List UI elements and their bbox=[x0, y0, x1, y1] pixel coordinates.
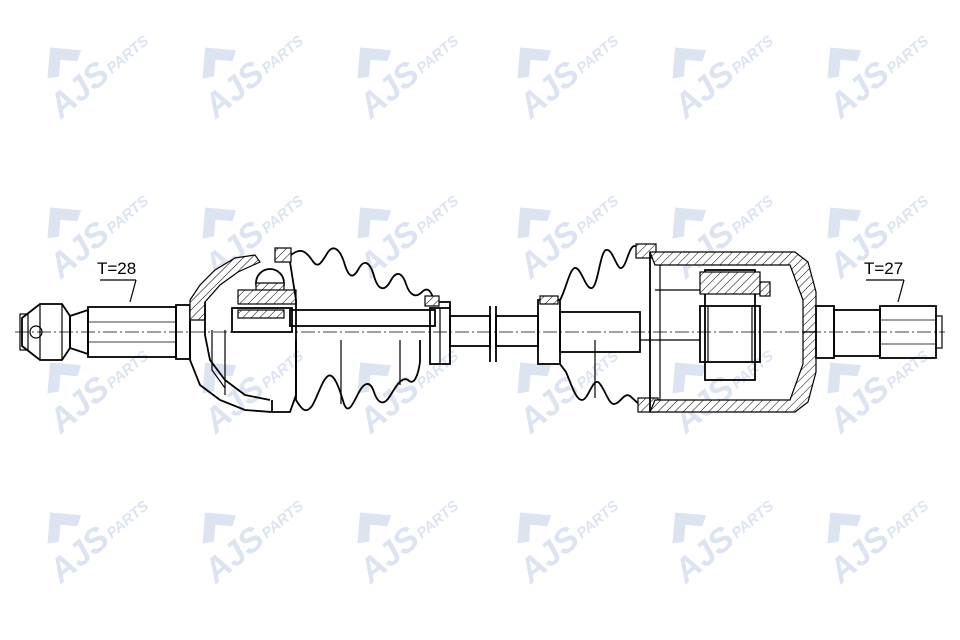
svg-text:PARTS: PARTS bbox=[413, 32, 462, 77]
right-spline-stub bbox=[815, 279, 943, 359]
svg-text:PARTS: PARTS bbox=[573, 347, 622, 392]
svg-text:PARTS: PARTS bbox=[573, 192, 622, 237]
left-teeth-label: T=28 bbox=[97, 259, 136, 278]
outer-boot bbox=[290, 247, 451, 412]
svg-text:PARTS: PARTS bbox=[103, 497, 152, 542]
inner-tripod-joint bbox=[640, 251, 817, 413]
svg-text:PARTS: PARTS bbox=[883, 32, 932, 77]
svg-text:PARTS: PARTS bbox=[258, 32, 307, 77]
svg-text:PARTS: PARTS bbox=[258, 192, 307, 237]
shaft-assembly: T=28 T=27 bbox=[15, 243, 945, 413]
svg-text:PARTS: PARTS bbox=[258, 347, 307, 392]
svg-text:PARTS: PARTS bbox=[573, 497, 622, 542]
svg-text:PARTS: PARTS bbox=[728, 497, 777, 542]
svg-text:PARTS: PARTS bbox=[103, 192, 152, 237]
outer-cv-joint bbox=[189, 247, 297, 413]
svg-text:PARTS: PARTS bbox=[883, 497, 932, 542]
svg-text:PARTS: PARTS bbox=[103, 32, 152, 77]
svg-text:PARTS: PARTS bbox=[883, 347, 932, 392]
svg-text:PARTS: PARTS bbox=[883, 192, 932, 237]
svg-text:PARTS: PARTS bbox=[258, 497, 307, 542]
intermediate-shaft bbox=[289, 295, 641, 365]
svg-text:PARTS: PARTS bbox=[573, 32, 622, 77]
svg-text:PARTS: PARTS bbox=[413, 497, 462, 542]
svg-text:PARTS: PARTS bbox=[413, 192, 462, 237]
left-spline-stub bbox=[19, 279, 191, 361]
right-teeth-label: T=27 bbox=[864, 259, 903, 278]
svg-text:PARTS: PARTS bbox=[728, 192, 777, 237]
svg-text:PARTS: PARTS bbox=[728, 32, 777, 77]
svg-text:PARTS: PARTS bbox=[728, 347, 777, 392]
svg-text:PARTS: PARTS bbox=[103, 347, 152, 392]
